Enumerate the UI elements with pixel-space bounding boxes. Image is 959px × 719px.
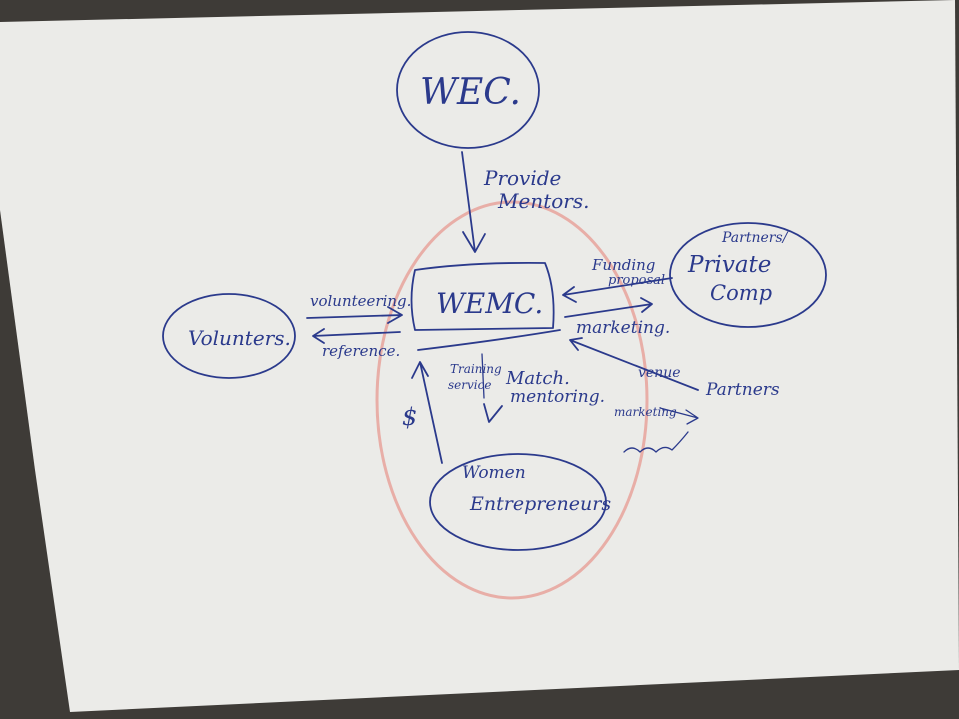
wec-label: WEC. bbox=[420, 72, 521, 113]
service-label: service bbox=[448, 378, 491, 392]
match-label: Match. bbox=[505, 368, 570, 389]
volunteering-label: volunteering. bbox=[310, 292, 411, 310]
wemc-box bbox=[410, 261, 555, 331]
training-divider bbox=[481, 353, 485, 399]
provide-mentors-arrow bbox=[461, 151, 486, 253]
volunteering-arrow bbox=[306, 306, 403, 324]
private-label: Private bbox=[687, 252, 771, 278]
dollar-arrow bbox=[411, 361, 443, 464]
private-comp-circle bbox=[669, 222, 827, 328]
provide-label: Provide bbox=[483, 166, 561, 190]
mentors-label: Mentors. bbox=[497, 189, 589, 213]
mentoring-label: mentoring. bbox=[510, 387, 605, 407]
partners-private-label: Partners/ bbox=[721, 230, 789, 246]
partners-label: Partners bbox=[705, 380, 780, 400]
training-label: Training bbox=[450, 362, 502, 376]
marketing-partners-arrow bbox=[659, 407, 699, 425]
funding-label: Funding bbox=[591, 256, 655, 274]
volunteers-label: Volunters. bbox=[188, 326, 291, 350]
scribble bbox=[623, 431, 689, 453]
volunteers-circle bbox=[162, 293, 296, 379]
proposal-label: proposal bbox=[608, 273, 665, 288]
women-label: Women bbox=[462, 463, 526, 483]
comp-label: Comp bbox=[710, 281, 772, 305]
entrepreneurs-label: Entrepreneurs bbox=[469, 493, 611, 515]
venue-label: venue bbox=[638, 365, 681, 381]
wec-circle bbox=[396, 31, 540, 149]
marketing-right-label: marketing. bbox=[576, 318, 670, 338]
funding-arrow bbox=[562, 277, 673, 303]
reference-label: reference. bbox=[322, 342, 400, 360]
match-arrow bbox=[483, 403, 503, 423]
marketing-partners-label: marketing bbox=[614, 405, 677, 419]
dollar-label: $ bbox=[402, 403, 417, 431]
highlight-circle bbox=[375, 200, 649, 600]
wemc-underline bbox=[417, 329, 561, 351]
women-circle bbox=[429, 453, 607, 551]
venue-arrow bbox=[569, 337, 699, 391]
marketing-arrow bbox=[564, 297, 653, 318]
reference-arrow bbox=[312, 328, 401, 344]
wemc-label: WEMC. bbox=[436, 287, 543, 320]
